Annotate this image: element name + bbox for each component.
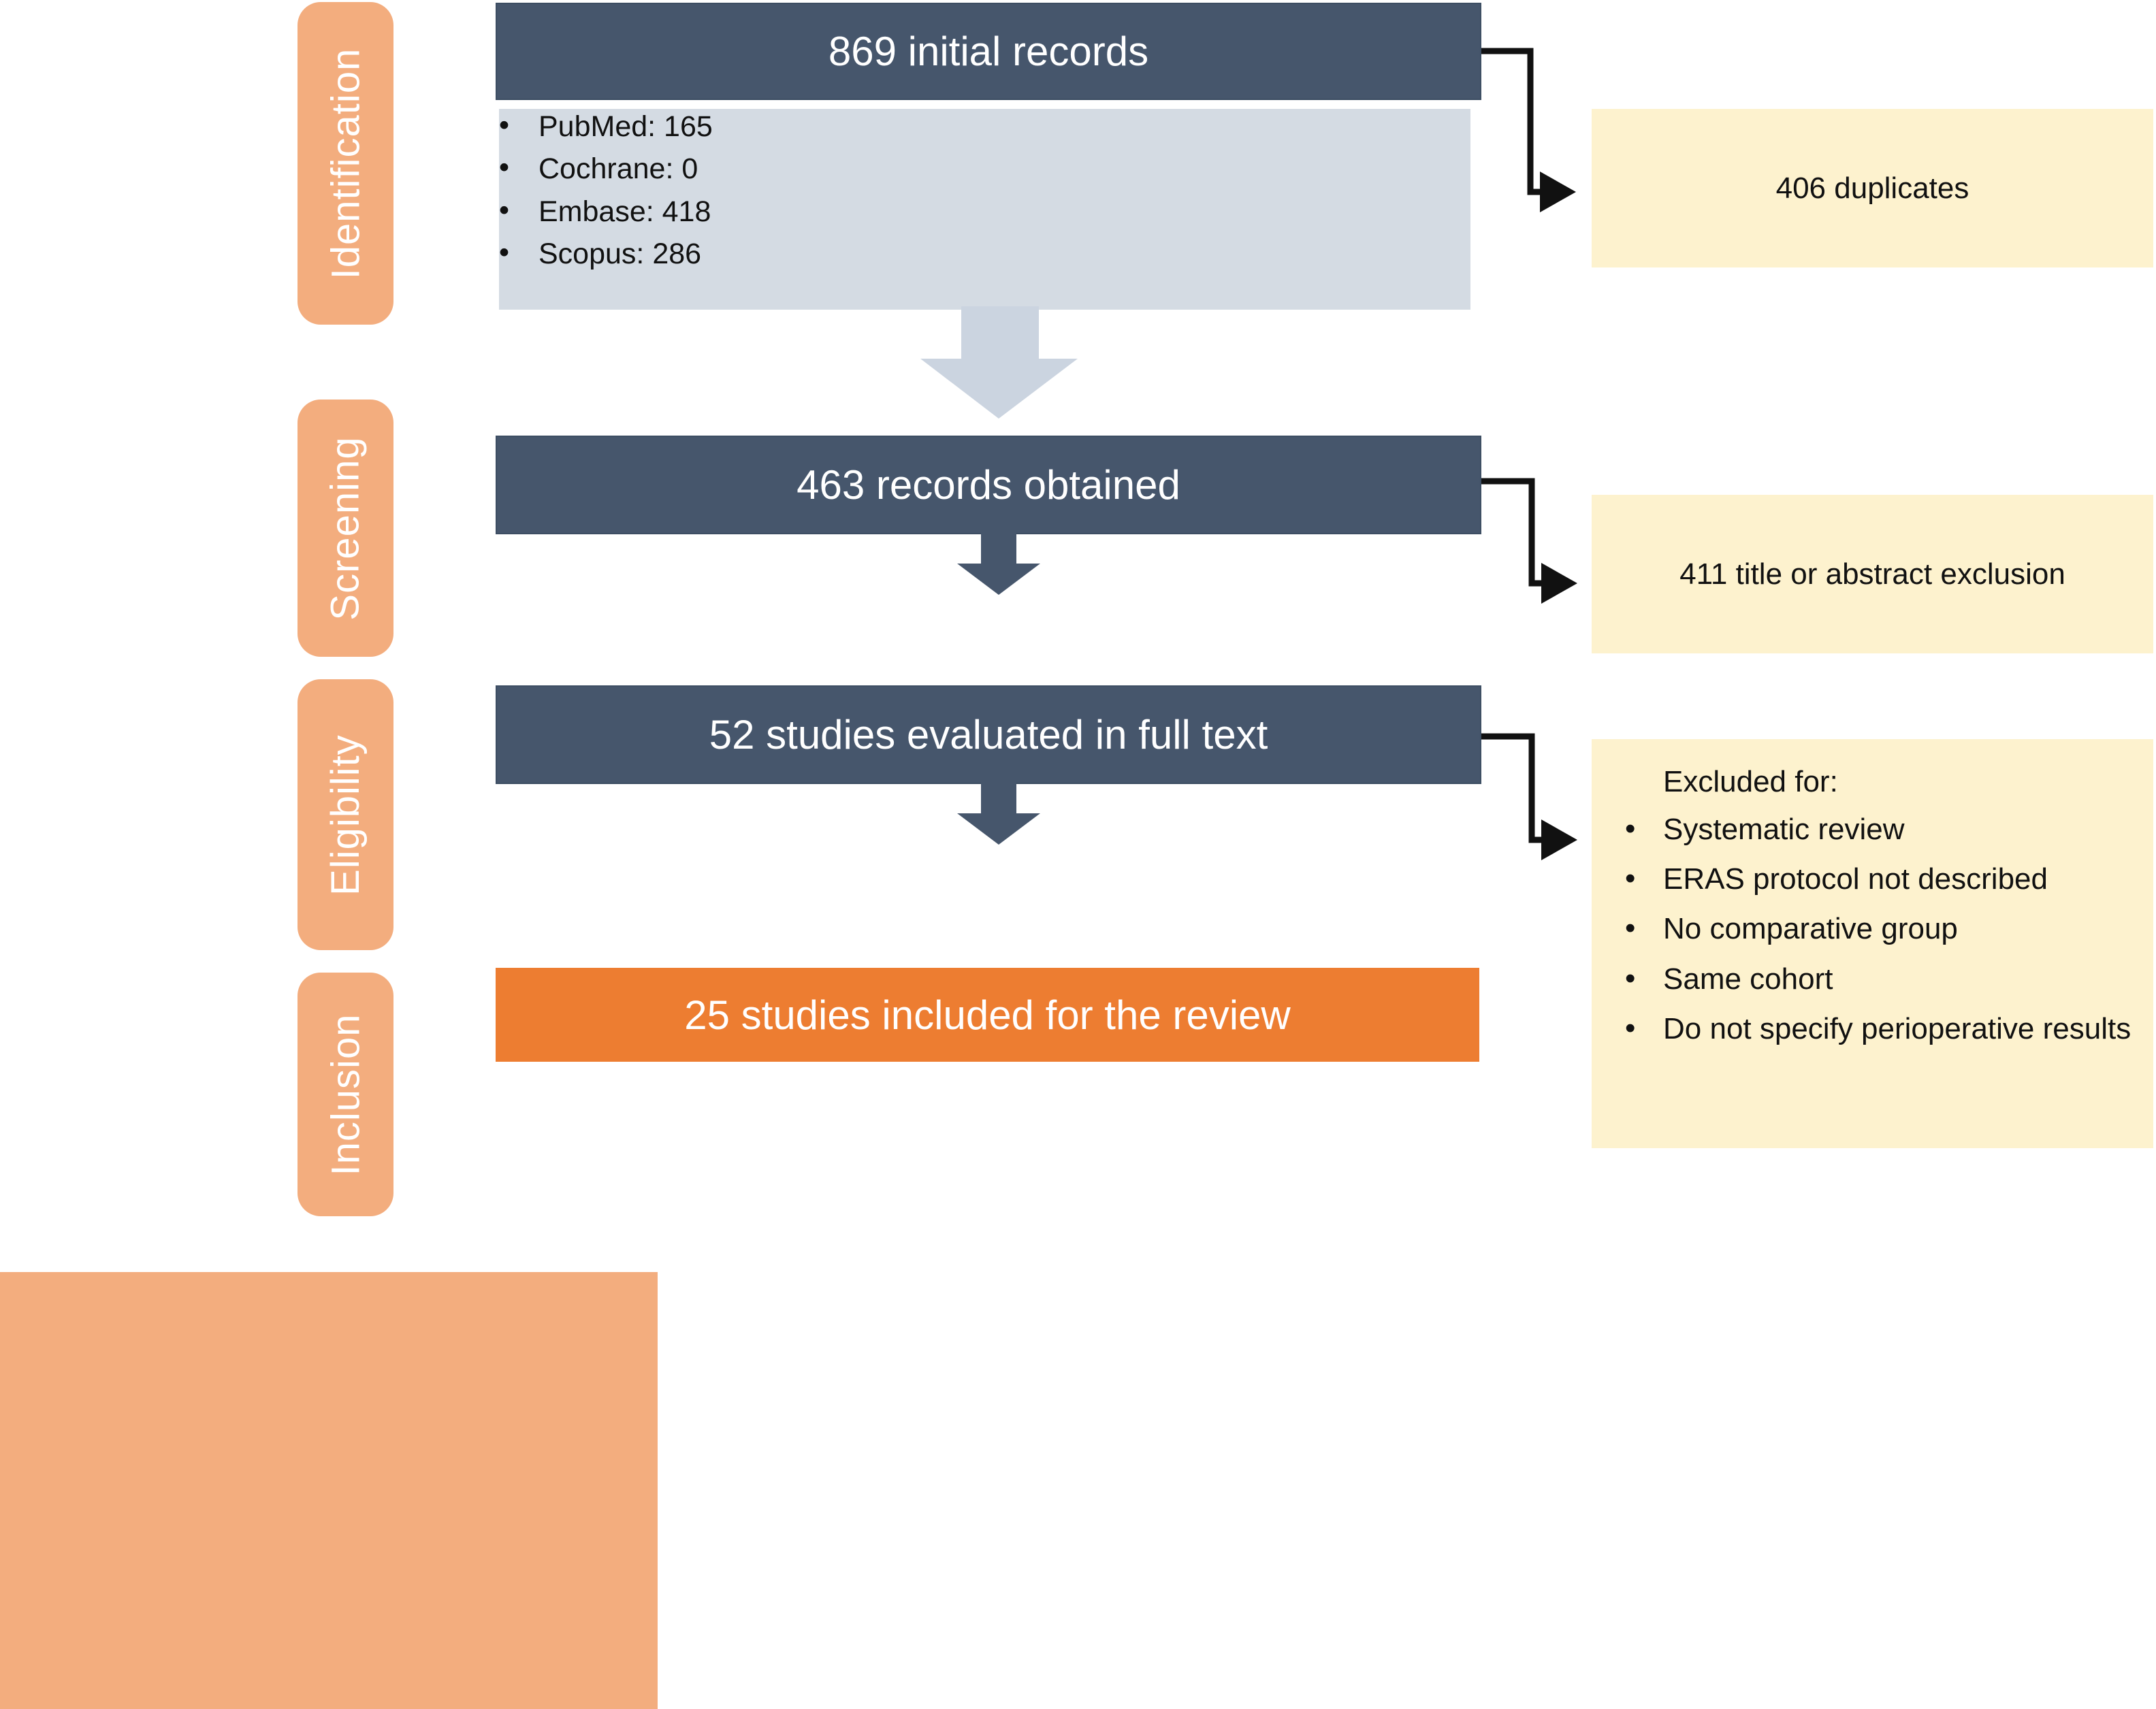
excluded-list-item: No comparative group [1625, 911, 2133, 946]
exclusion-box-fulltext-reasons: Excluded for: Systematic review ERAS pro… [1592, 739, 2153, 1148]
flow-box-included-label: 25 studies included for the review [684, 992, 1291, 1038]
excluded-list-item: ERAS protocol not described [1625, 862, 2133, 896]
sources-list-item: Scopus: 286 [499, 235, 1470, 272]
flow-box-fulltext-label: 52 studies evaluated in full text [709, 712, 1268, 758]
connector-obtained-to-title-exclusion-arrowhead [1541, 563, 1577, 604]
stage-label-identification-text: Identification [323, 48, 368, 279]
stage-label-eligibility: Eligibility [297, 679, 393, 950]
flow-arrow-sources-to-obtained [920, 306, 1078, 419]
excluded-list-item-text: Same cohort [1663, 962, 1833, 996]
excluded-content: Excluded for: Systematic review ERAS pro… [1592, 739, 2153, 1046]
excluded-list: Systematic review ERAS protocol not desc… [1625, 812, 2140, 1046]
connector-initial-to-duplicates-arrowhead [1540, 172, 1576, 212]
sources-list-item: Embase: 418 [499, 193, 1470, 229]
sources-list-item-text: PubMed: 165 [538, 110, 713, 143]
flow-arrow-fulltext-to-included [957, 783, 1040, 845]
stage-label-inclusion: Inclusion [297, 973, 393, 1216]
exclusion-box-title-abstract-label: 411 title or abstract exclusion [1679, 557, 2065, 591]
flow-box-fulltext: 52 studies evaluated in full text [496, 685, 1481, 784]
excluded-list-item-text: Do not specify perioperative results [1663, 1011, 2131, 1045]
flow-box-initial-records-label: 869 initial records [828, 29, 1149, 74]
sources-list-item-text: Embase: 418 [538, 195, 711, 228]
excluded-list-item-text: No comparative group [1663, 912, 1958, 946]
flow-box-included: 25 studies included for the review [496, 968, 1479, 1062]
sources-list-item: PubMed: 165 [499, 108, 1470, 144]
excluded-list-item: Same cohort [1625, 962, 2133, 996]
decorative-bottom-rectangle [0, 1272, 658, 1709]
flow-box-sources: PubMed: 165 Cochrane: 0 Embase: 418 Scop… [499, 108, 1470, 310]
sources-list-item-text: Scopus: 286 [538, 238, 702, 271]
connector-initial-to-duplicates [1481, 48, 1540, 195]
exclusion-box-title-abstract: 411 title or abstract exclusion [1592, 495, 2153, 653]
stage-label-screening-text: Screening [323, 436, 368, 621]
excluded-list-item-text: ERAS protocol not described [1663, 862, 2048, 896]
sources-list-item: Cochrane: 0 [499, 150, 1470, 186]
excluded-list-item: Systematic review [1625, 812, 2133, 847]
flow-box-initial-records: 869 initial records [496, 3, 1481, 100]
sources-list: PubMed: 165 Cochrane: 0 Embase: 418 Scop… [499, 108, 1470, 272]
stage-label-identification: Identification [297, 2, 393, 325]
stage-label-screening: Screening [297, 400, 393, 657]
excluded-list-item: Do not specify perioperative results [1625, 1011, 2133, 1046]
flow-box-records-obtained: 463 records obtained [496, 436, 1481, 534]
excluded-list-item-text: Systematic review [1663, 813, 1905, 847]
exclusion-box-duplicates: 406 duplicates [1592, 109, 2153, 267]
connector-fulltext-to-excluded [1481, 733, 1541, 843]
connector-obtained-to-title-exclusion [1481, 478, 1541, 587]
sources-list-item-text: Cochrane: 0 [538, 152, 698, 186]
stage-label-inclusion-text: Inclusion [323, 1013, 368, 1175]
stage-label-eligibility-text: Eligibility [323, 734, 368, 896]
flow-arrow-obtained-to-fulltext [957, 533, 1040, 595]
flow-box-records-obtained-label: 463 records obtained [797, 462, 1180, 508]
connector-fulltext-to-excluded-arrowhead [1541, 819, 1577, 860]
exclusion-box-duplicates-label: 406 duplicates [1775, 171, 1969, 205]
excluded-heading: Excluded for: [1663, 765, 1838, 798]
